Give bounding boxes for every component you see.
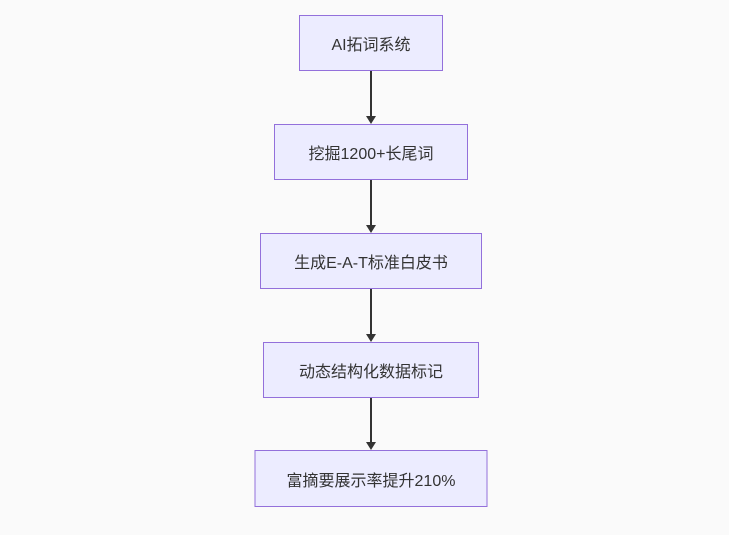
arrow-line (370, 398, 372, 442)
flow-node-eat-whitepaper: 生成E-A-T标准白皮书 (260, 233, 482, 289)
arrowhead-down-icon (366, 442, 376, 450)
flow-arrow-3 (366, 289, 376, 342)
flow-arrow-1 (366, 71, 376, 124)
arrow-line (370, 71, 372, 116)
flow-node-ai-keyword-system: AI拓词系统 (299, 15, 443, 71)
arrow-line (370, 289, 372, 334)
flow-arrow-4 (366, 398, 376, 450)
flow-arrow-2 (366, 180, 376, 233)
flow-node-structured-data-markup: 动态结构化数据标记 (263, 342, 479, 398)
arrow-line (370, 180, 372, 225)
arrowhead-down-icon (366, 334, 376, 342)
flow-node-rich-snippet-result: 富摘要展示率提升210% (254, 450, 488, 507)
arrowhead-down-icon (366, 116, 376, 124)
arrowhead-down-icon (366, 225, 376, 233)
flow-node-longtail-mining: 挖掘1200+长尾词 (274, 124, 468, 180)
